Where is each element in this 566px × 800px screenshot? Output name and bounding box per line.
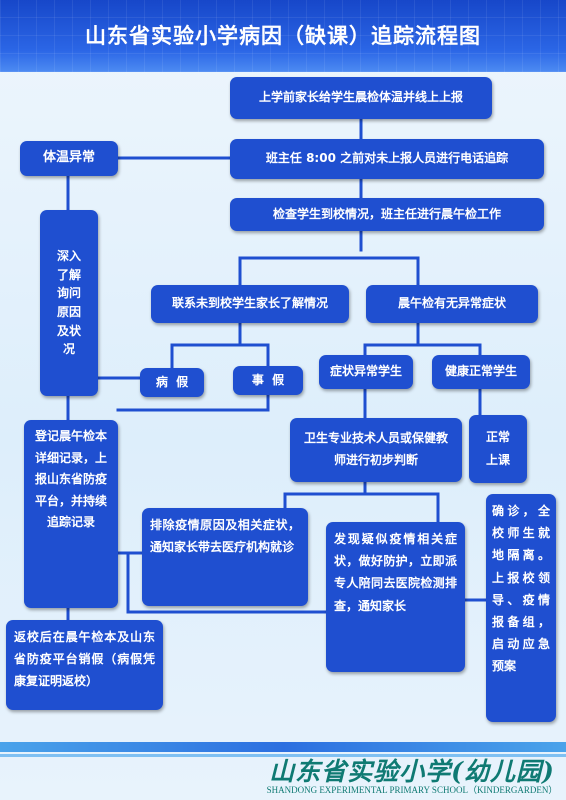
node-inquire-reason: 深入 了解 询问 原因 及状 况 [40,210,98,396]
node-morning-temperature-text: 上学前家长给学生晨检体温并线上上报 [258,90,463,105]
footer-band-thin [0,754,566,757]
node-sick-leave: 病 假 [140,368,204,397]
node-record-report-text: 登记晨午检本详细记录，上报山东省防疫平台，并持续追踪记录 [34,429,107,530]
school-name-english: SHANDONG EXPERIMENTAL PRIMARY SCHOOL（KIN… [266,785,558,795]
node-record-report: 登记晨午检本详细记录，上报山东省防疫平台，并持续追踪记录 [24,420,118,608]
node-healthy-student-text: 健康正常学生 [444,364,517,379]
node-arrival-check-text: 检查学生到校情况，班主任进行晨午检工作 [272,206,501,221]
node-confirmed-case-text: 确诊，全校师生就地隔离。上报校领导、疫情报备组，启动应急预案 [492,504,550,674]
node-return-to-school-text: 返校后在晨午检本及山东省防疫平台销假（病假凭康复证明返校） [14,630,155,689]
page-title: 山东省实验小学病因（缺课）追踪流程图 [85,24,481,48]
node-check-symptoms: 晨午检有无异常症状 [366,285,538,323]
node-sick-leave-text: 病 假 [155,374,189,389]
node-contact-parents: 联系未到校学生家长了解情况 [151,285,349,323]
footer-band [0,742,566,752]
node-arrival-check: 检查学生到校情况，班主任进行晨午检工作 [230,198,544,231]
node-temperature-abnormal-text: 体温异常 [42,150,95,166]
header-pattern [0,0,566,72]
node-suspected-case: 发现疑似疫情相关症状，做好防护，立即派专人陪同去医院检测排查，通知家长 [326,522,465,672]
node-phone-tracking: 班主任 8:00 之前对未上报人员进行电话追踪 [230,139,544,179]
node-health-staff-judgement: 卫生专业技术人员或保健教师进行初步判断 [290,418,462,482]
header-banner: 山东省实验小学病因（缺课）追踪流程图 [0,0,566,72]
node-contact-parents-text: 联系未到校学生家长了解情况 [171,296,328,311]
node-inquire-reason-text: 深入 了解 询问 原因 及状 况 [56,249,81,357]
node-symptom-abnormal: 症状异常学生 [319,355,413,389]
node-suspected-case-text: 发现疑似疫情相关症状，做好防护，立即派专人陪同去医院检测排查，通知家长 [334,532,457,613]
node-morning-temperature: 上学前家长给学生晨检体温并线上上报 [230,77,492,119]
node-check-symptoms-text: 晨午检有无异常症状 [397,296,506,311]
school-name-logo: 山东省实验小学(幼儿园) [269,757,555,786]
node-phone-tracking-text: 班主任 8:00 之前对未上报人员进行电话追踪 [265,151,509,166]
node-temperature-abnormal: 体温异常 [20,141,118,176]
node-normal-attend-text: 正常 上课 [485,430,510,467]
node-personal-leave: 事 假 [233,366,303,395]
node-symptom-abnormal-text: 症状异常学生 [329,364,402,379]
node-normal-attend: 正常 上课 [469,415,527,483]
node-health-staff-judgement-text: 卫生专业技术人员或保健教师进行初步判断 [303,431,448,467]
node-return-to-school: 返校后在晨午检本及山东省防疫平台销假（病假凭康复证明返校） [6,620,163,710]
node-exclude-epidemic-text: 排除疫情原因及相关症状，通知家长带去医疗机构就诊 [150,518,300,555]
node-healthy-student: 健康正常学生 [432,355,530,389]
node-confirmed-case: 确诊，全校师生就地隔离。上报校领导、疫情报备组，启动应急预案 [486,494,556,722]
node-personal-leave-text: 事 假 [251,372,285,387]
node-exclude-epidemic: 排除疫情原因及相关症状，通知家长带去医疗机构就诊 [142,508,308,606]
